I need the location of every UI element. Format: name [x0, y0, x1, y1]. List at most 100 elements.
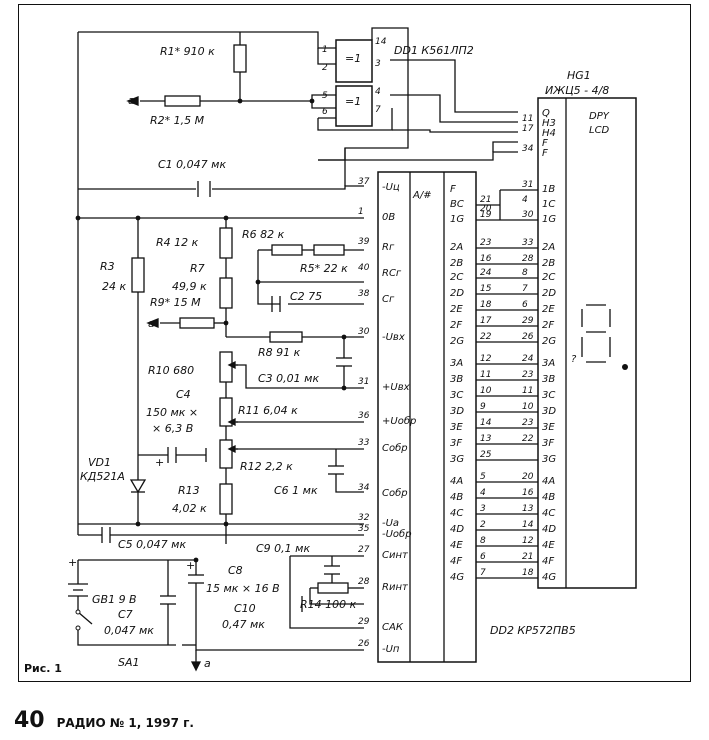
dd2-pin-number: 31	[358, 377, 369, 387]
label-c4-val1: 150 мк ×	[146, 406, 198, 419]
hg1-pin-number: 18	[522, 568, 534, 578]
label-r4: R4 12 к	[156, 236, 199, 249]
hg1-pin-signal: 4G	[542, 572, 556, 583]
hg1-pin-signal: 4D	[542, 524, 556, 535]
resistor-r11	[219, 397, 233, 427]
dd2-pin-number: 26	[358, 639, 370, 649]
label-c7-val: 0,047 мк	[104, 624, 154, 637]
resistor-r1	[233, 44, 247, 73]
hg1-pin-number: 33	[522, 238, 534, 248]
dd2-output-signal: 2G	[450, 336, 464, 347]
dd2-output-pin: 4	[480, 488, 486, 498]
svg-text:3: 3	[375, 59, 381, 69]
label-r6: R6 82 к	[242, 228, 285, 241]
hg1-pin-signal: 4B	[542, 492, 555, 503]
label-c2: C2 75	[290, 290, 322, 303]
dd2-output-pin: 13	[480, 434, 492, 444]
dd2-pin-number: 34	[358, 483, 370, 493]
hg1-pin-signal: 1B	[542, 184, 555, 195]
dd2-pin-signal: -Uобр	[382, 528, 412, 540]
label-hg1: HG1	[567, 69, 591, 82]
capacitors	[101, 181, 352, 612]
dd2-output-signal: 4G	[450, 572, 464, 583]
label-r2: R2* 1,5 М	[150, 114, 205, 127]
resistor-r12	[219, 439, 233, 469]
circuit-schematic: =1 =1 1 2 14 3 5 6 4 7 A/# 37-Uц10B39Rг4…	[24, 27, 637, 675]
hg1-pin-number: 31	[522, 180, 533, 190]
battery-gb1	[68, 583, 88, 597]
dd2-pin-signal: -Uп	[382, 644, 400, 655]
label-r3: R3	[100, 260, 115, 273]
dd2-output-pin: 15	[480, 284, 492, 294]
dd2-output-pin: 2	[480, 520, 486, 530]
dd2-output-signal: 4B	[450, 492, 463, 503]
dd2-pin-signal: CАК	[382, 622, 404, 633]
dd2-pin-signal: Rинт	[382, 582, 409, 593]
dd2-pin-number: 27	[358, 545, 370, 555]
label-dd1: DD1 К561ЛП2	[394, 44, 474, 57]
dd2-output-signal: 4D	[450, 524, 464, 535]
wires	[75, 27, 518, 663]
dd2-output-signal: 3D	[450, 406, 464, 417]
component-labels: R1* 910 к DD1 К561ЛП2 a R2* 1,5 М HG1 ИЖ…	[24, 44, 609, 675]
figure-frame	[18, 4, 691, 682]
dd2-pin-number: 40	[358, 263, 370, 273]
hg1-pin-number: 6	[522, 300, 528, 310]
hg1-pin-number: 21	[522, 552, 533, 562]
resistor-r3	[131, 257, 145, 293]
hg1-pin-number: 17	[522, 124, 534, 134]
switch-sa1	[75, 609, 93, 631]
journal-issue: РАДИО № 1, 1997 г.	[56, 716, 194, 730]
hg1-pin-signal: 2B	[542, 258, 555, 269]
svg-text:7: 7	[375, 105, 381, 115]
figure-caption: Рис. 1	[24, 662, 62, 675]
dd2-output-signal: 4F	[450, 556, 462, 567]
label-c7: C7	[118, 608, 133, 621]
hg1-pin-number: 14	[522, 520, 534, 530]
dd2-output-pin: 6	[480, 552, 486, 562]
dd2-output-signal: 2C	[450, 272, 463, 283]
label-c8-val: 15 мк × 16 В	[206, 582, 280, 595]
dd2-output-signal: 3G	[450, 454, 464, 465]
dd1-chip: =1 =1 1 2 14 3 5 6 4 7	[322, 37, 387, 127]
hg1-pin-signal: H3	[542, 118, 556, 129]
hg1-pin-signal: 4E	[542, 540, 555, 551]
svg-text:6: 6	[322, 107, 328, 117]
dd2-output-pin: 19	[480, 210, 492, 220]
svg-text:DPY: DPY	[589, 111, 610, 122]
label-c4-val2: × 6,3 В	[152, 422, 193, 435]
hg1-display: DPY LCD ?	[537, 97, 637, 589]
hg1-pin-signal: 3F	[542, 438, 554, 449]
label-r3-val: 24 к	[102, 280, 126, 293]
hg1-pin-number: 34	[522, 144, 534, 154]
dd2-output-signal: BC	[450, 199, 464, 210]
dd2-output-signal: 3F	[450, 438, 462, 449]
resistor-r6	[271, 244, 303, 256]
label-c4: C4	[176, 388, 191, 401]
label-c1: C1 0,047 мк	[158, 158, 226, 171]
svg-text:5: 5	[322, 91, 328, 101]
dd2-output-signal: 2F	[450, 320, 462, 331]
resistor-r13	[219, 483, 233, 515]
dd2-pin-signal: 0B	[382, 212, 395, 223]
hg1-pin-number: 26	[522, 332, 534, 342]
label-dd2: DD2 КР572ПВ5	[490, 624, 576, 637]
dd2-pin-number: 1	[358, 207, 364, 217]
hg1-pin-number: 23	[522, 370, 534, 380]
label-r14: R14 100 к	[300, 598, 357, 611]
hg1-pin-signal: 4C	[542, 508, 555, 519]
dd2-output-signal: F	[450, 184, 456, 195]
label-c10: C10	[234, 602, 256, 615]
label-r13-val: 4,02 к	[172, 502, 207, 515]
page-number: 40	[14, 708, 45, 733]
hg1-pin-number: 16	[522, 488, 534, 498]
dd2-pin-number: 36	[358, 411, 370, 421]
dd2-output-pin: 8	[480, 536, 486, 546]
resistor-r7	[219, 277, 233, 309]
dd2-pin-signal: -Uвх	[382, 332, 405, 343]
hg1-pin-number: 20	[522, 472, 534, 482]
svg-text:A/#: A/#	[412, 190, 432, 201]
